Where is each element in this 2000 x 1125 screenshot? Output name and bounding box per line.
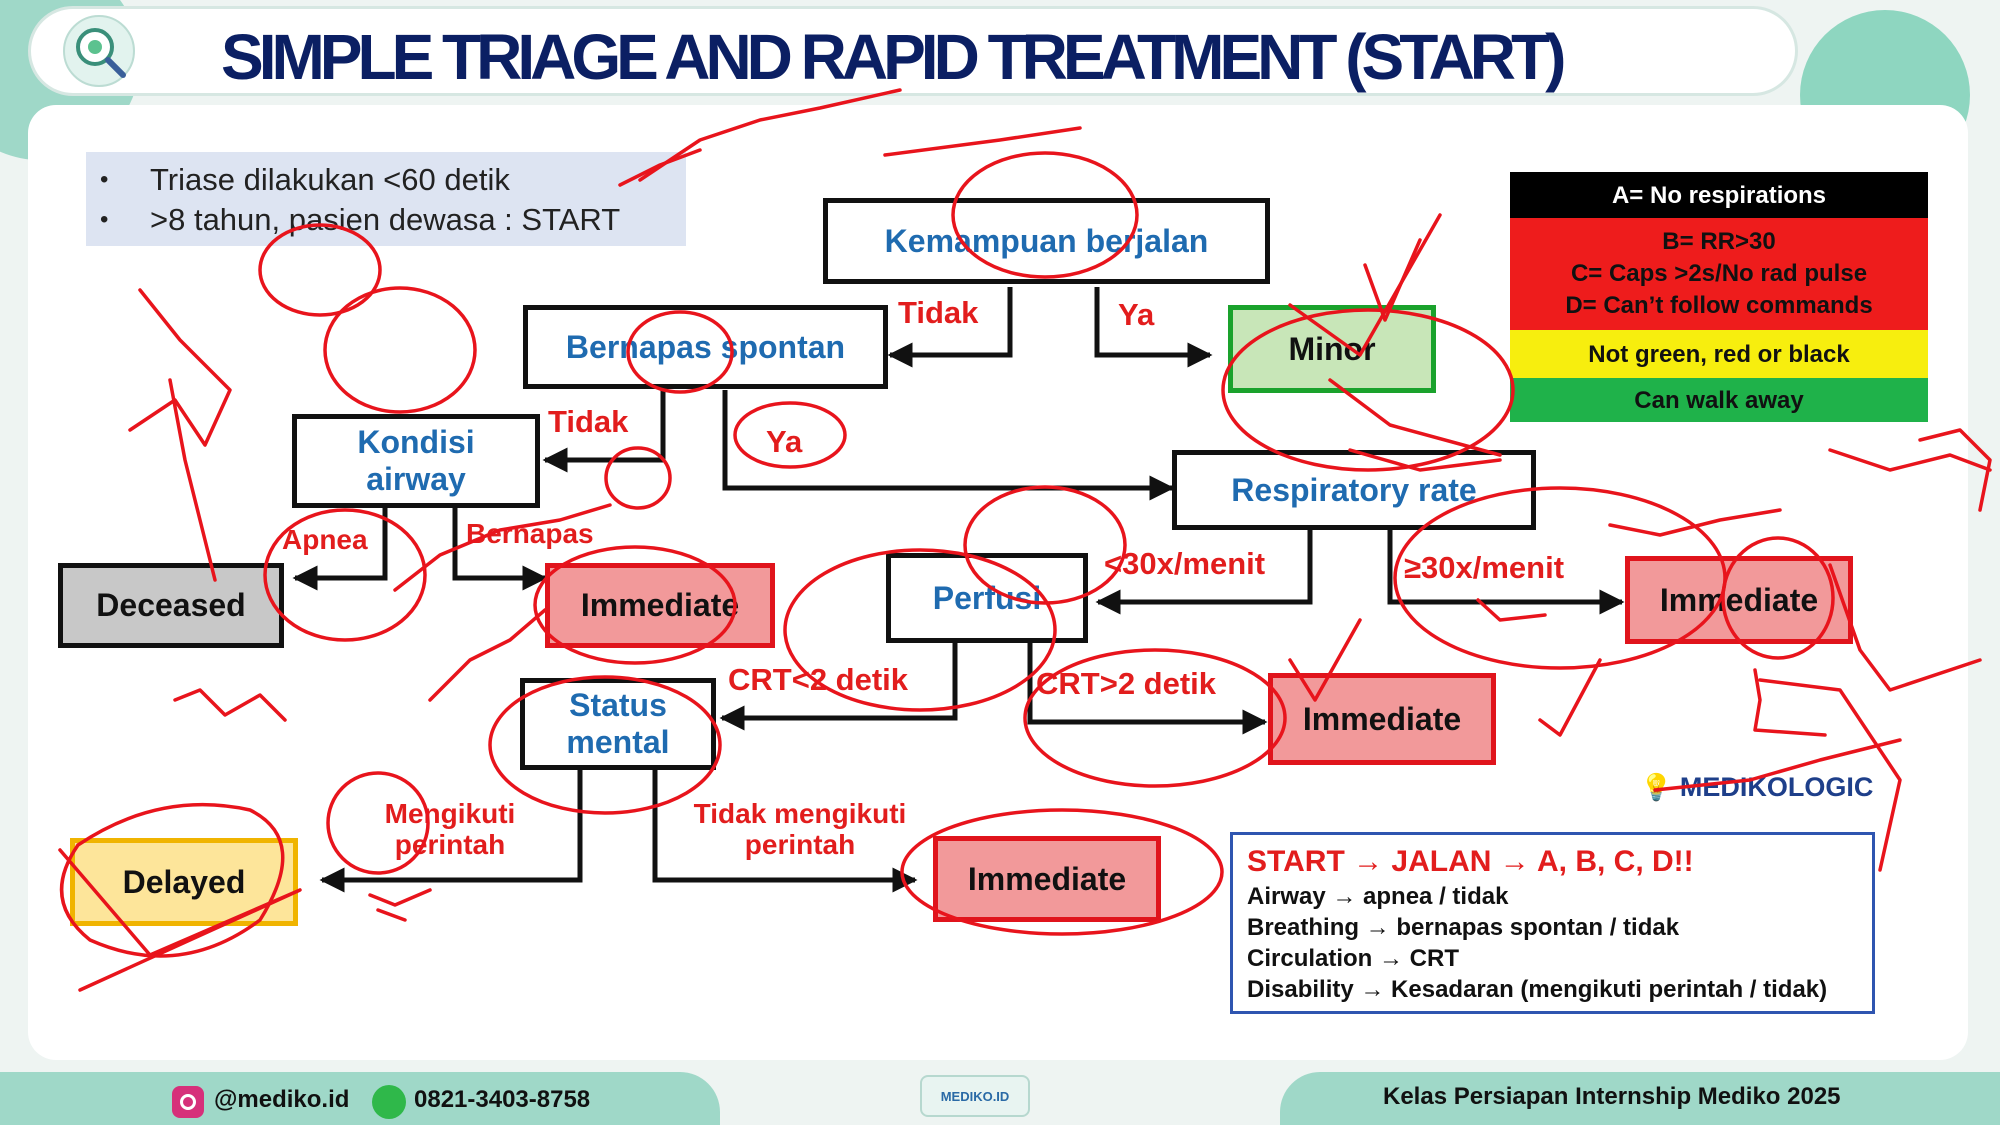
- footer-phone: 0821-3403-8758: [414, 1086, 591, 1113]
- annotation-stroke: [618, 148, 702, 187]
- node-delayed: Delayed: [70, 838, 298, 926]
- annotation-stroke: [638, 88, 902, 182]
- summary-heading: START → JALAN → A, B, C, D!!: [1247, 845, 1694, 878]
- edge-label-ge30: ≥30x/menit: [1404, 550, 1565, 585]
- mediko-center-logo: MEDIKO.ID: [920, 1075, 1030, 1117]
- node-kemampuan-berjalan: Kemampuan berjalan: [823, 198, 1270, 284]
- annotation-stroke: [376, 908, 407, 922]
- annotation-check: [1538, 658, 1602, 737]
- edge-label-tidak: Tidak: [548, 404, 629, 439]
- footer-instagram: @mediko.id: [214, 1086, 350, 1113]
- edge-airway-apnea: [292, 508, 388, 591]
- note-item: •>8 tahun, pasien dewasa : START: [100, 202, 621, 237]
- edge-kemampuan-ya: [1094, 287, 1213, 368]
- note-item: •Triase dilakukan <60 detik: [100, 162, 510, 197]
- annotation-stroke: [173, 688, 287, 722]
- edge-perfusi-crt-lt2: [719, 643, 958, 731]
- notes-panel: •Triase dilakukan <60 detik •>8 tahun, p…: [86, 152, 686, 246]
- annotation-circle: [326, 771, 430, 875]
- annotation-circle: [963, 485, 1127, 605]
- edge-mental-mengikuti: [319, 770, 583, 893]
- annotation-circle: [488, 675, 722, 815]
- summary-row: Circulation → CRT: [1247, 945, 1460, 972]
- edge-airway-bernapas: [452, 508, 548, 591]
- footer-left-band: [0, 1072, 720, 1125]
- annotation-stroke: [1918, 428, 1992, 512]
- footer-right-band: [1280, 1072, 2000, 1125]
- summary-row: Airway → apnea / tidak: [1247, 883, 1509, 910]
- edge-label-tidak-mengikuti: Tidak mengikuti perintah: [693, 798, 907, 860]
- edge-label-ya: Ya: [766, 424, 803, 459]
- edge-rr-lt30: [1095, 530, 1313, 615]
- medikologic-logo: 💡 MEDIKOLOGIC: [1640, 772, 1874, 802]
- annotation-stroke: [1828, 563, 1982, 692]
- annotation-circle: [59, 802, 285, 958]
- footer-course: Kelas Persiapan Internship Mediko 2025: [1383, 1083, 1841, 1110]
- edge-kemampuan-tidak: [887, 287, 1013, 368]
- magnifier-logo-icon: [63, 15, 135, 87]
- legend-red: B= RR>30 C= Caps >2s/No rad pulse D= Can…: [1510, 218, 1928, 330]
- edge-rr-ge30: [1387, 530, 1625, 615]
- annotation-check: [1363, 238, 1422, 322]
- annotation-circle: [258, 223, 382, 317]
- whatsapp-icon: [372, 1085, 406, 1119]
- annotation-stroke: [1348, 448, 1502, 472]
- annotation-circle: [323, 286, 477, 414]
- node-kondisi-airway: Kondisi airway: [292, 414, 540, 508]
- annotation-stroke: [1653, 738, 1902, 792]
- annotation-check: [1288, 213, 1442, 357]
- node-immediate-mental: Immediate: [933, 836, 1161, 922]
- edge-label-mengikuti: Mengikuti perintah: [384, 798, 516, 860]
- annotation-stroke: [1608, 508, 1782, 537]
- annotation-stroke: [393, 503, 612, 592]
- title-bar: SIMPLE TRIAGE AND RAPID TREATMENT (START…: [28, 6, 1798, 96]
- summary-row: Disability → Kesadaran (mengikuti perint…: [1247, 976, 1828, 1003]
- annotation-stroke: [168, 378, 217, 582]
- edge-label-lt30: <30x/menit: [1104, 546, 1266, 581]
- triage-legend: A= No respirations B= RR>30 C= Caps >2s/…: [1510, 172, 1928, 422]
- annotation-circle: [1393, 486, 1727, 670]
- annotation-stroke: [1476, 598, 1547, 622]
- annotation-circle: [733, 401, 847, 469]
- annotation-stroke: [368, 888, 432, 907]
- edge-label-apnea: Apnea: [282, 524, 368, 555]
- annotation-circle: [1221, 308, 1515, 472]
- edge-label-ya: Ya: [1118, 297, 1155, 332]
- annotation-check: [1288, 618, 1362, 702]
- annotation-stroke: [428, 608, 547, 702]
- legend-yellow: Not green, red or black: [1510, 330, 1928, 378]
- annotation-circle: [263, 508, 427, 642]
- annotation-circle: [1721, 536, 1835, 660]
- edge-label-crt-gt2: CRT>2 detik: [1036, 666, 1217, 701]
- annotation-scribble: [58, 848, 302, 992]
- annotation-stroke: [1758, 678, 1902, 872]
- summary-row: Breathing → bernapas spontan / tidak: [1247, 914, 1680, 941]
- legend-green: Can walk away: [1510, 378, 1928, 422]
- annotation-stroke: [128, 288, 232, 447]
- edge-label-crt-lt2: CRT<2 detik: [728, 662, 909, 697]
- legend-black: A= No respirations: [1510, 172, 1928, 218]
- annotation-circle: [951, 151, 1139, 279]
- page-title: SIMPLE TRIAGE AND RAPID TREATMENT (START…: [221, 21, 1566, 93]
- node-deceased: Deceased: [58, 563, 284, 648]
- annotation-stroke: [1753, 668, 1827, 737]
- annotation-stroke: [883, 126, 1082, 157]
- annotation-circle: [783, 548, 1057, 712]
- instagram-icon: [172, 1086, 204, 1118]
- annotation-stroke: [1328, 378, 1502, 457]
- summary-box: START → JALAN → A, B, C, D!! Airway → ap…: [1230, 832, 1875, 1014]
- annotation-circle: [900, 808, 1224, 936]
- annotation-circle: [604, 446, 672, 510]
- edge-label-tidak: Tidak: [898, 295, 979, 330]
- annotation-stroke: [1828, 448, 1992, 472]
- annotation-circle: [626, 310, 734, 394]
- edge-perfusi-crt-gt2: [1027, 643, 1268, 735]
- node-perfusi: Perfusi: [886, 553, 1088, 643]
- node-bernapas-spontan: Bernapas spontan: [523, 305, 888, 389]
- annotation-circle: [1023, 648, 1287, 788]
- annotation-circle: [533, 545, 737, 665]
